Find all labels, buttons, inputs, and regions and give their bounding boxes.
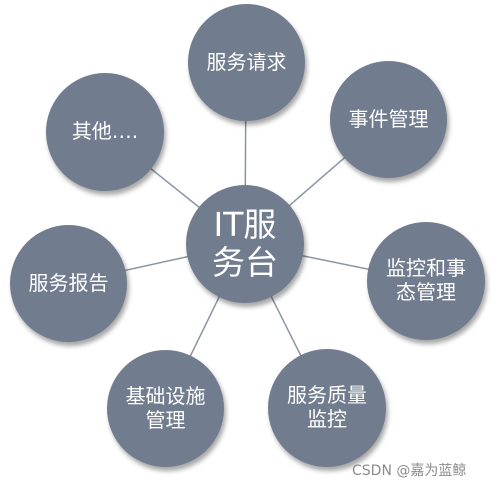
- node-service-request: 服务请求: [188, 4, 305, 121]
- node-label: 监控和事态管理: [386, 256, 466, 304]
- node-label: 基础设施管理: [125, 383, 206, 432]
- node-service-reporting: 服务报告: [10, 225, 127, 342]
- node-label: 服务请求: [206, 49, 287, 74]
- node-label: 其他….: [71, 119, 139, 144]
- node-other: 其他….: [46, 73, 164, 191]
- hub-label: IT服务台: [212, 205, 278, 282]
- node-label: 事件管理: [348, 106, 429, 131]
- node-incident-management: 事件管理: [330, 61, 447, 178]
- node-monitoring-event-management: 监控和事态管理: [367, 222, 485, 340]
- node-label: 服务质量监控: [287, 383, 367, 431]
- node-label: 服务报告: [28, 270, 109, 295]
- node-service-quality-monitoring: 服务质量监控: [268, 349, 386, 467]
- node-it-service-desk: IT服务台: [186, 185, 304, 303]
- node-infrastructure-management: 基础设施管理: [107, 350, 224, 467]
- watermark: CSDN @嘉为蓝鲸: [352, 463, 467, 479]
